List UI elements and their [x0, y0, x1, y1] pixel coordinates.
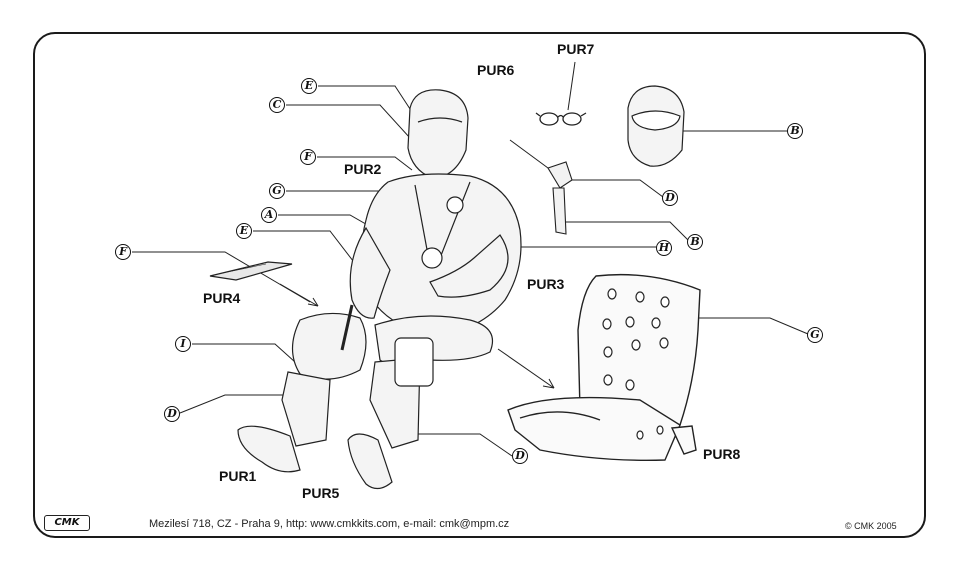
callout-d-bottom: D: [512, 448, 528, 464]
callout-f-left: F: [115, 244, 131, 260]
callout-g-seat: G: [807, 327, 823, 343]
callout-h: H: [656, 240, 672, 256]
callout-d-left: D: [164, 406, 180, 422]
callout-b-right: B: [687, 234, 703, 250]
pur8-seat: [507, 273, 701, 461]
callout-i: I: [175, 336, 191, 352]
pilot-figure: [237, 89, 522, 490]
leader-pur7: [567, 61, 576, 111]
leader-b-right: [565, 221, 689, 241]
pur7-goggles: [535, 112, 587, 126]
arrow-pur8-head: [542, 378, 555, 389]
pur6-part: [547, 161, 573, 235]
leader-g-seat: [690, 317, 809, 335]
label-pur7: PUR7: [557, 41, 595, 57]
leader-i: [192, 343, 296, 363]
leader-d-left: [179, 394, 288, 414]
callout-e-top: E: [301, 78, 317, 94]
pur4-map-board: [209, 261, 293, 281]
label-pur8: PUR8: [703, 446, 741, 462]
seat-holes: [602, 288, 670, 440]
leader-d-bottom: [395, 433, 513, 457]
label-pur2: PUR2: [344, 161, 382, 177]
callout-e-left: E: [236, 223, 252, 239]
leader-d-right: [568, 179, 664, 198]
callout-g-chest: G: [269, 183, 285, 199]
callout-a: A: [261, 207, 277, 223]
callout-c: C: [269, 97, 285, 113]
callout-f-top: F: [300, 149, 316, 165]
callout-d-right: D: [662, 190, 678, 206]
arrow-pur4: [279, 283, 319, 307]
cmk-logo: CMK: [44, 515, 90, 531]
arrow-pur8: [497, 348, 555, 389]
footer-copyright: © CMK 2005: [845, 521, 897, 531]
label-pur5: PUR5: [302, 485, 340, 501]
label-pur4: PUR4: [203, 290, 241, 306]
label-pur3: PUR3: [527, 276, 565, 292]
arrow-pur4-head: [307, 297, 319, 307]
head-with-goggles-detail: [627, 85, 685, 167]
leader-e-top: [318, 85, 413, 113]
label-pur6: PUR6: [477, 62, 515, 78]
label-pur1: PUR1: [219, 468, 257, 484]
leader-f-top: [317, 156, 413, 171]
diagram-frame: [33, 32, 926, 538]
callout-b-head: B: [787, 123, 803, 139]
leader-pur6: [509, 139, 549, 169]
leader-c: [286, 104, 411, 139]
leader-e-left: [253, 230, 361, 271]
footer-address: Mezilesí 718, CZ - Praha 9, http: www.cm…: [149, 518, 510, 530]
